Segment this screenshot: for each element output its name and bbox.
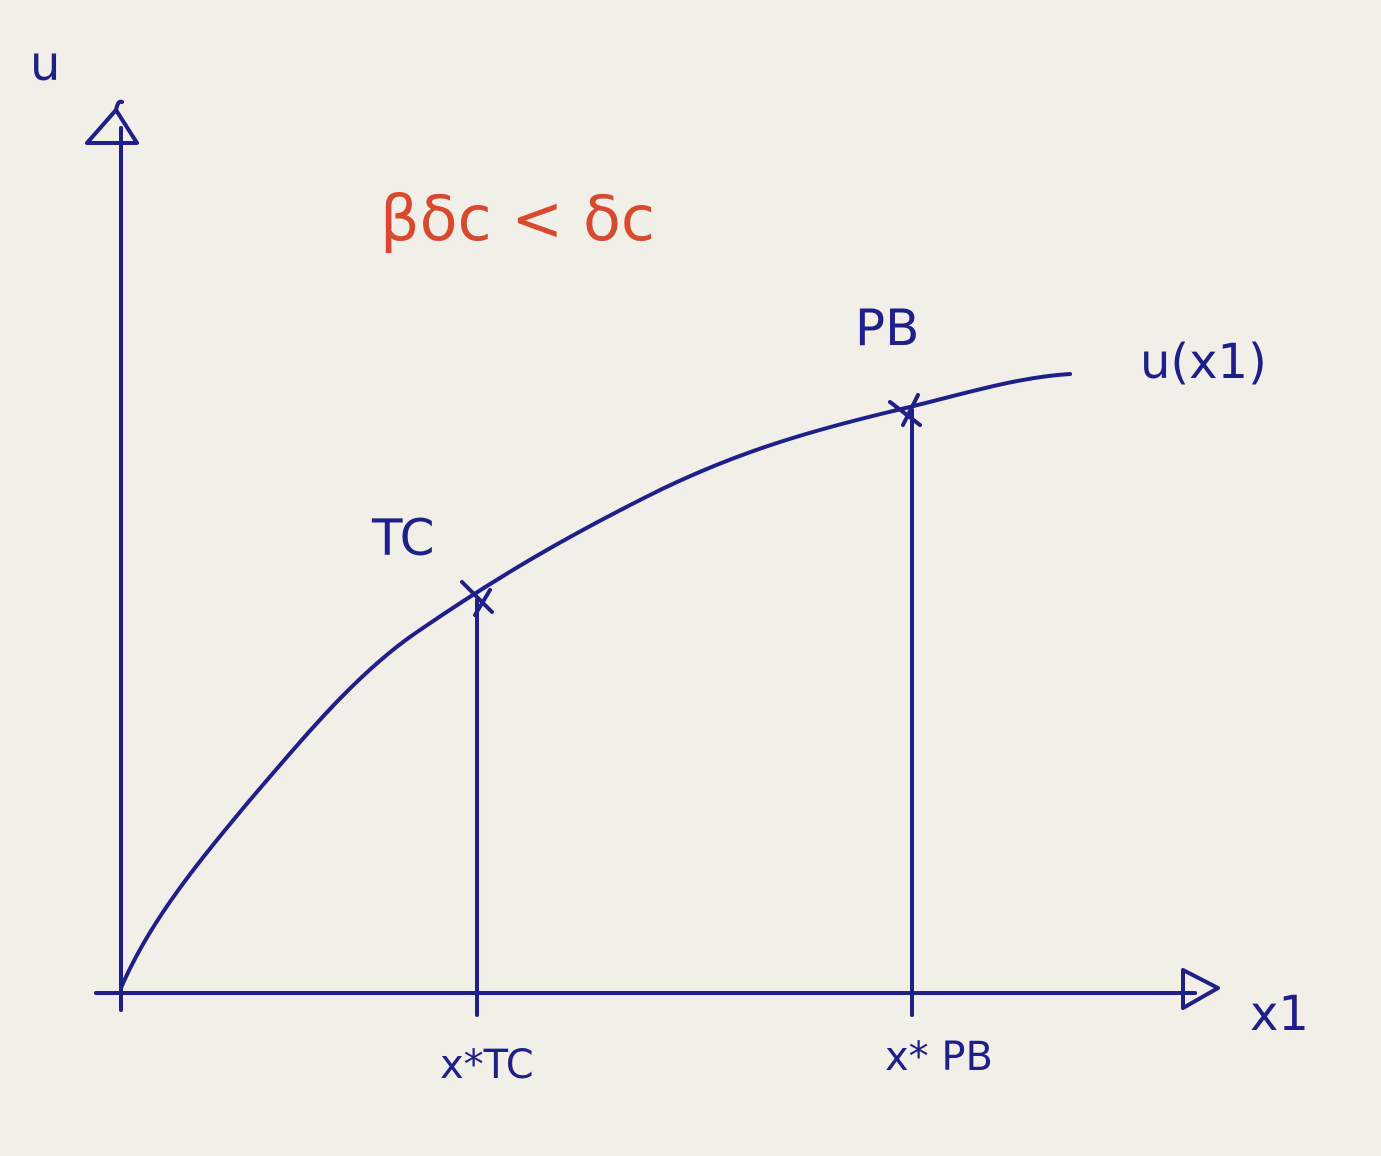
y-axis-label: u <box>30 36 60 92</box>
pb-tick-label: x* PB <box>885 1034 993 1080</box>
tc-tick-label: x*TC <box>440 1042 534 1088</box>
pb-point-label: PB <box>855 299 919 357</box>
tc-point-label: TC <box>371 509 435 567</box>
x-axis-label: x1 <box>1250 986 1309 1042</box>
tc-point-marker <box>460 580 494 617</box>
condition-label: βδc < δc <box>380 182 655 255</box>
utility-curve <box>119 372 1072 990</box>
y-axis-arrowhead <box>85 108 139 145</box>
y-axis-arrow-tick <box>114 99 124 112</box>
x-axis-arrowhead <box>1181 968 1220 1010</box>
pb-point-marker <box>888 393 922 427</box>
curve-label: u(x1) <box>1140 334 1267 390</box>
